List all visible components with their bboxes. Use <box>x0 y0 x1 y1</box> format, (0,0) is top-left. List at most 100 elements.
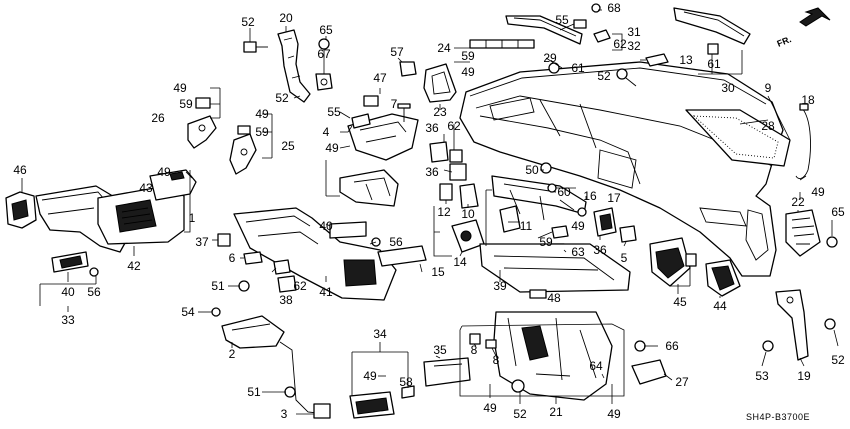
callout-53: 53 <box>755 369 769 383</box>
panel-40-small <box>51 251 89 273</box>
callout-32: 32 <box>627 39 641 53</box>
callout-35: 35 <box>433 343 447 357</box>
callout-33: 33 <box>61 313 75 327</box>
clip-56-left <box>89 267 99 277</box>
cap-46 <box>5 191 37 229</box>
callout-7: 7 <box>391 97 398 111</box>
callout-44: 44 <box>713 299 727 313</box>
ashtray-34 <box>349 391 395 419</box>
callout-49: 49 <box>255 107 269 121</box>
callout-56: 56 <box>389 235 403 249</box>
bracket-19 <box>775 289 809 361</box>
callout-14: 14 <box>453 255 467 269</box>
callout-5: 5 <box>621 251 628 265</box>
fastener-52-top <box>243 41 268 53</box>
callout-28: 28 <box>761 119 775 133</box>
bolt-52-bottom <box>511 379 525 393</box>
callout-43: 43 <box>139 181 153 195</box>
box-35 <box>423 357 471 387</box>
callout-38: 38 <box>279 293 293 307</box>
callout-numbers: 52 20 65 67 57 49 59 26 52 49 59 25 47 5… <box>13 1 845 421</box>
clip-6 <box>243 251 263 265</box>
bolt-54 <box>211 307 221 317</box>
callout-4: 4 <box>323 125 330 139</box>
clip-62-center <box>449 149 463 163</box>
callout-16: 16 <box>583 189 597 203</box>
callout-61: 61 <box>571 61 585 75</box>
nut-57 <box>399 61 417 77</box>
clip-13 <box>645 53 669 67</box>
callout-8: 8 <box>493 353 500 367</box>
callout-59: 59 <box>179 97 193 111</box>
screw-50 <box>540 162 552 174</box>
callout-68: 68 <box>607 1 621 15</box>
callout-20: 20 <box>279 11 293 25</box>
bracket-10 <box>459 183 479 209</box>
callout-65: 65 <box>319 23 333 37</box>
callout-17: 17 <box>607 191 621 205</box>
bolt-51-top <box>238 280 250 292</box>
center-stay-21 <box>493 311 613 401</box>
callout-66: 66 <box>665 339 679 353</box>
bracket-24 <box>469 39 535 49</box>
lower-tray-39 <box>479 243 631 293</box>
bracket-2 <box>221 315 285 349</box>
callout-46: 46 <box>13 163 27 177</box>
diagram-code: SH4P-B3700E <box>746 412 810 422</box>
knob-36 <box>429 141 449 163</box>
callout-64: 64 <box>589 359 603 373</box>
callout-54: 54 <box>181 305 195 319</box>
callout-2: 2 <box>229 347 236 361</box>
clip-38 <box>277 275 297 293</box>
callout-60: 60 <box>557 185 571 199</box>
clip-67 <box>315 73 333 91</box>
bolt-51-bottom <box>284 386 296 398</box>
callout-59: 59 <box>461 49 475 63</box>
callout-52: 52 <box>597 69 611 83</box>
callout-29: 29 <box>543 51 557 65</box>
wire-18 <box>795 103 811 179</box>
callout-51: 51 <box>211 279 225 293</box>
callout-52: 52 <box>831 353 845 367</box>
callout-49: 49 <box>157 165 171 179</box>
callout-62: 62 <box>447 119 461 133</box>
callout-49: 49 <box>363 369 377 383</box>
callout-49: 49 <box>483 401 497 415</box>
callout-25: 25 <box>281 139 295 153</box>
bolt-66 <box>634 340 646 352</box>
callout-22: 22 <box>791 195 805 209</box>
pipe-3 <box>279 341 331 419</box>
clip-55-top <box>573 19 587 29</box>
clip-65-top <box>318 38 330 58</box>
callout-12: 12 <box>437 205 451 219</box>
vent-45 <box>649 237 691 287</box>
callout-30: 30 <box>721 81 735 95</box>
callout-3: 3 <box>281 407 288 421</box>
callout-21: 21 <box>549 405 563 419</box>
callout-19: 19 <box>797 369 811 383</box>
callout-49: 49 <box>607 407 621 421</box>
callout-15: 15 <box>431 265 445 279</box>
screw-68 <box>591 3 601 13</box>
clip-65-right <box>826 236 838 248</box>
callout-10: 10 <box>461 207 475 221</box>
callout-36: 36 <box>425 121 439 135</box>
clip-49-center <box>577 207 587 217</box>
callout-50: 50 <box>525 163 539 177</box>
callout-51: 51 <box>247 385 261 399</box>
screw-60 <box>547 183 557 193</box>
bolt-52-mid <box>616 68 637 87</box>
clip-5 <box>619 225 637 243</box>
callout-59: 59 <box>255 125 269 139</box>
duct-47 <box>347 95 419 161</box>
callout-42: 42 <box>127 259 141 273</box>
callout-40: 40 <box>61 285 75 299</box>
callout-11: 11 <box>520 219 533 233</box>
vent-22 <box>785 209 821 257</box>
callout-67: 67 <box>317 47 331 61</box>
callout-39: 39 <box>493 279 507 293</box>
callout-23: 23 <box>433 105 447 119</box>
bracket-20 <box>277 29 311 103</box>
bolt-53 <box>762 340 774 352</box>
